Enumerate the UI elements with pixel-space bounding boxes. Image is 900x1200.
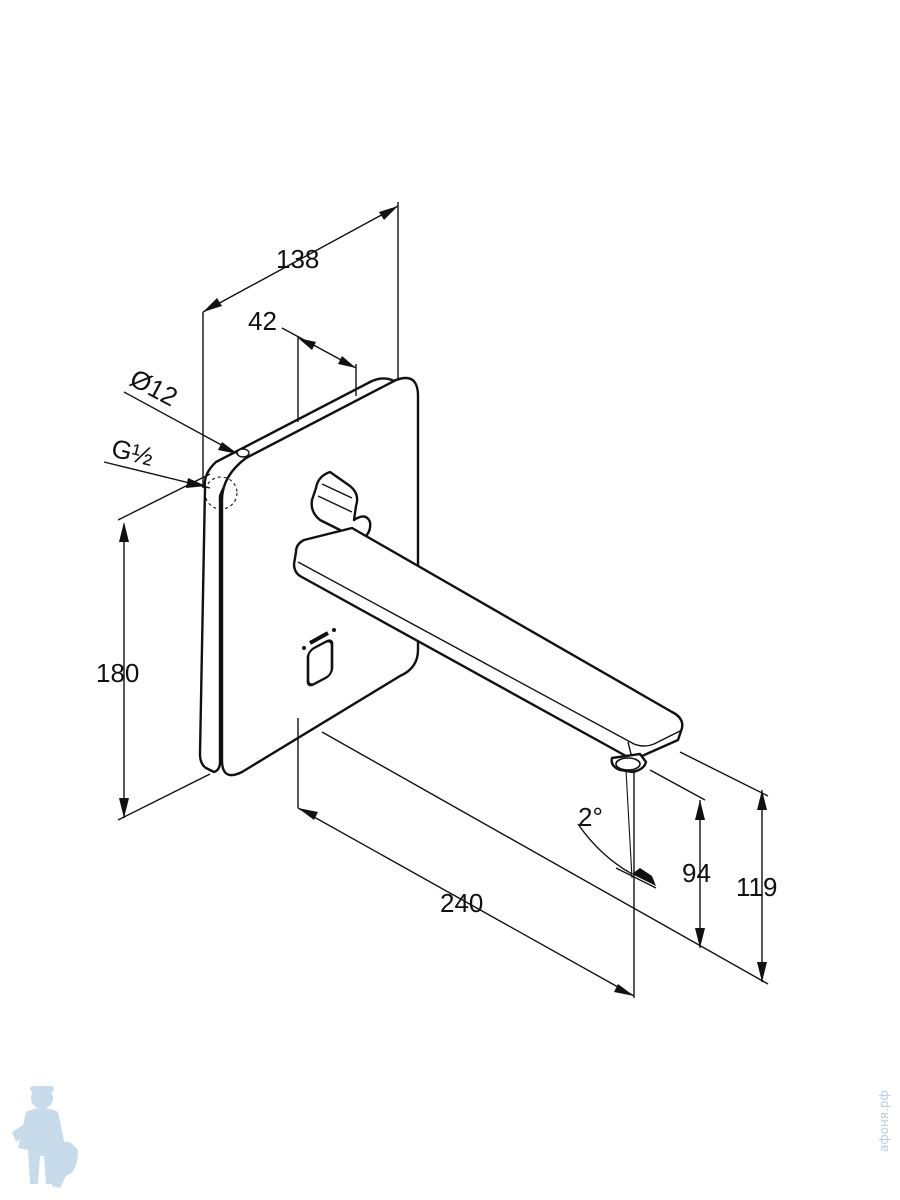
dim-138: 138 xyxy=(202,202,399,488)
spout xyxy=(292,526,684,774)
dim-94: 94 xyxy=(682,800,711,948)
plumber-mascot-icon xyxy=(12,1086,78,1188)
dim-180: 180 xyxy=(96,473,211,821)
dim-label-240: 240 xyxy=(440,888,483,918)
dim-angle: 2° xyxy=(577,769,657,889)
dim-label-diameter: Ø12 xyxy=(125,363,182,413)
dim-thread: G½ xyxy=(103,433,211,489)
dim-label-42: 42 xyxy=(248,306,277,336)
brand-label-mark xyxy=(302,628,336,650)
dim-label-138: 138 xyxy=(276,244,319,274)
dim-label-180: 180 xyxy=(96,658,139,688)
dim-119: 119 xyxy=(736,790,777,982)
dim-42: 42 xyxy=(248,306,357,422)
temperature-handle xyxy=(310,470,372,544)
watermark-side-text: афоня.рф xyxy=(877,1090,891,1152)
dim-label-angle: 2° xyxy=(578,802,603,832)
dim-label-119: 119 xyxy=(736,872,777,902)
dim-label-thread: G½ xyxy=(109,433,157,472)
dim-label-94: 94 xyxy=(682,858,711,888)
dim-240: 240 xyxy=(297,718,635,998)
